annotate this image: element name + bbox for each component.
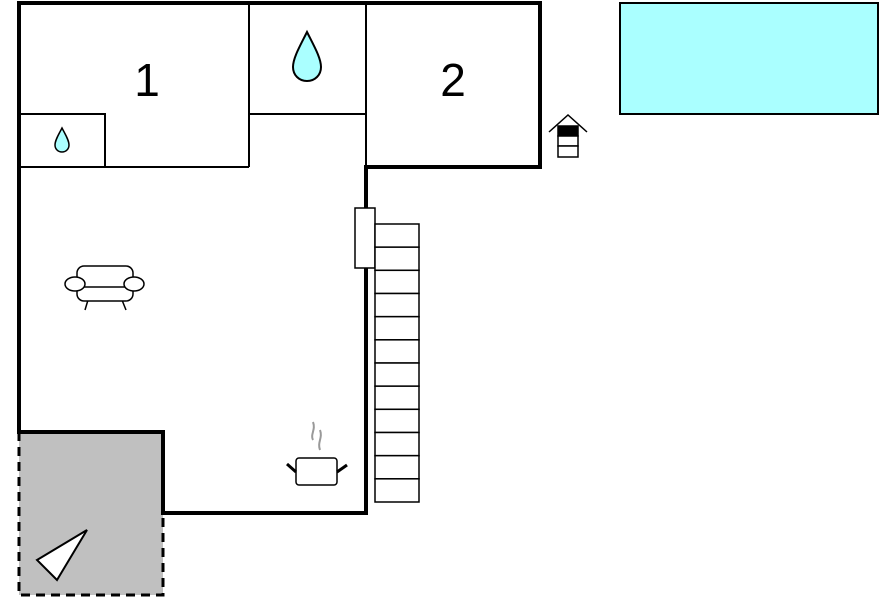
toilet-drop-icon <box>54 126 70 153</box>
stair-step <box>374 385 420 411</box>
terrace <box>17 432 165 597</box>
stair-step <box>374 339 420 364</box>
entrance-icon <box>548 113 588 158</box>
stair-step <box>374 292 420 318</box>
stair-step <box>374 223 420 248</box>
kitchen-pot-icon <box>286 421 348 486</box>
room-label-1: 1 <box>134 54 160 106</box>
stair-step <box>374 454 420 480</box>
staircase <box>374 223 420 503</box>
stair-step <box>374 478 420 503</box>
stair-step <box>374 431 420 457</box>
inner-walls <box>19 3 367 168</box>
bathroom-drop-icon <box>291 29 323 83</box>
stair-step <box>374 408 420 434</box>
door <box>354 207 376 269</box>
compass-arrow-icon <box>35 529 88 582</box>
swimming-pool <box>619 2 879 115</box>
stair-step <box>374 246 420 272</box>
sofa-icon <box>64 265 145 311</box>
room-label-2: 2 <box>440 54 466 106</box>
stair-step <box>374 269 420 295</box>
outer-walls <box>17 1 542 515</box>
stair-step <box>374 362 420 387</box>
stair-step <box>374 315 420 341</box>
